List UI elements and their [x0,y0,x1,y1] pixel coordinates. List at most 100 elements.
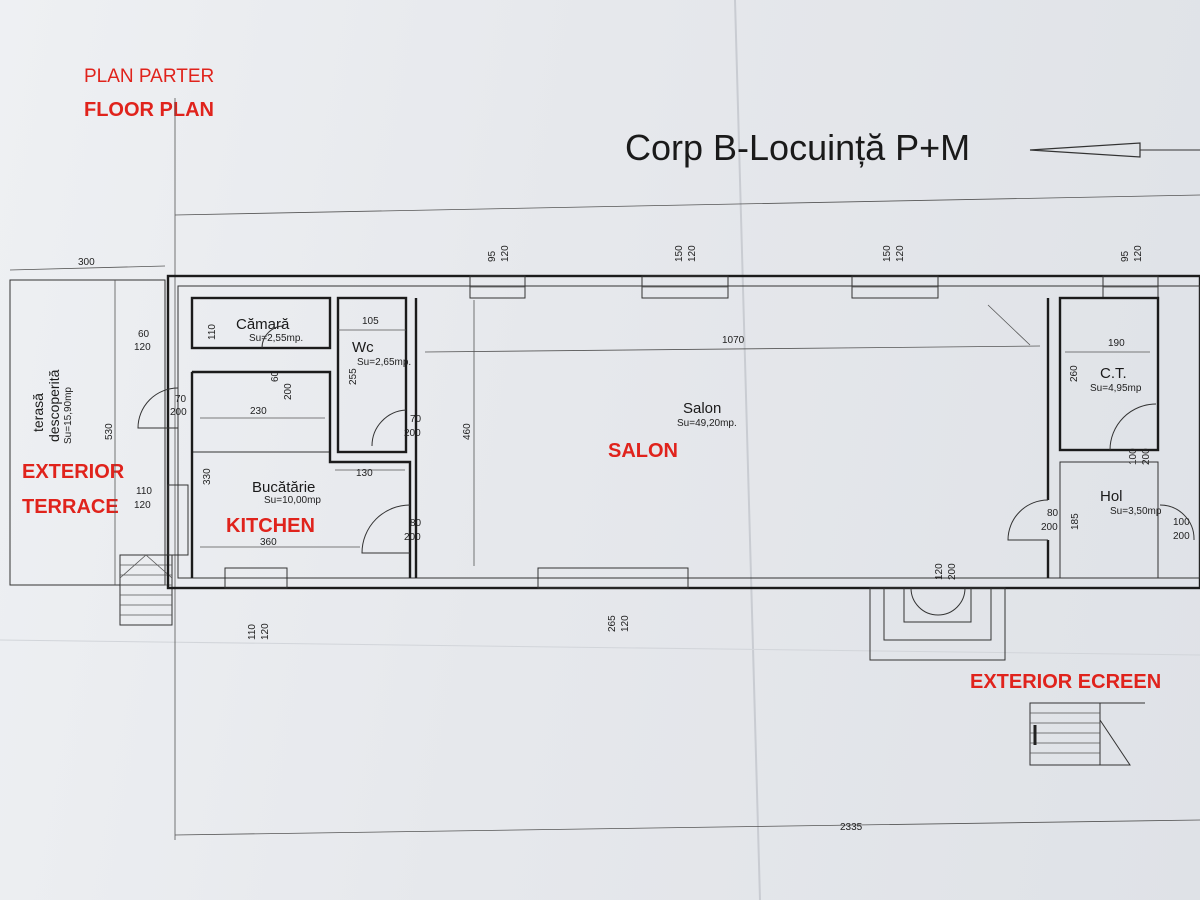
entrance-porch-outer [869,587,1006,661]
exterior-screen-label: EXTERIOR ECREEN [970,671,1161,693]
dim-100: 100 [1173,517,1190,528]
dim-460: 460 [462,423,473,440]
dim-200: 200 [170,407,187,418]
dim-200: 200 [283,383,294,400]
terrace-labels: terasă descoperită Su=15,90mp [30,369,74,444]
ct-door-swing [1109,403,1157,451]
dim-100: 100 [1128,448,1139,465]
wc-area: Su=2,65mp. [357,357,411,368]
dim-95: 95 [487,250,498,262]
dim-window-bottom-2: 265 120 [607,615,631,632]
dim-70: 70 [175,394,187,405]
dim-1070: 1070 [722,335,745,346]
camara-door-swing [261,325,285,349]
stair-box [1029,702,1101,766]
dim-camara-door: 60 200 [270,370,294,400]
salon-diagonal [987,304,1031,346]
entrance-double-door-swing [910,587,966,616]
dim-110: 110 [207,324,218,340]
wc-walls [336,296,408,454]
terrace-outline [9,279,166,586]
camara-walls [190,296,332,350]
dim-ct-door: 100 200 [1128,448,1152,465]
dim-255: 255 [348,368,359,385]
terrace-dim-line [9,265,166,271]
dim-105: 105 [362,316,379,327]
top-dimension-line [174,194,1200,216]
hol-area: Su=3,50mp [1110,506,1162,517]
ct-walls [1058,296,1160,452]
dim-total-length: 2335 [840,822,863,833]
title-arrow-icon [1029,142,1141,158]
bottom-dimension-line [174,819,1200,836]
terrace-door-swing [137,387,179,429]
salon-annotation: SALON [608,440,678,462]
dim-120: 120 [895,245,906,262]
hol-walls [1059,461,1159,579]
outer-wall-inner [177,285,1200,579]
hol-door-swing [1007,499,1049,541]
exterior-stair [1029,702,1145,766]
kitchen-walls [192,370,412,578]
plan-parter-label: PLAN PARTER [84,66,214,87]
dim-190: 190 [1108,338,1125,349]
dim-150: 150 [674,245,685,262]
dim-60: 60 [138,329,150,340]
terrace-label: TERRACE [22,496,119,518]
dim-terrace-height: 530 [104,423,115,440]
dim-130: 130 [356,468,373,479]
ct-area: Su=4,95mp [1090,383,1142,394]
paper-fold-line-horizontal [0,639,1200,656]
window-left [167,484,189,556]
stair-landing [1099,719,1131,766]
dim-120: 120 [134,500,151,511]
dim-265: 265 [607,615,618,632]
paper-fold-line [734,0,761,900]
dim-200: 200 [1173,531,1190,542]
dim-200: 200 [1141,448,1152,465]
hol-name: Hol [1100,488,1123,505]
kitchen-area: Su=10,00mp [264,495,321,506]
dim-window-bottom-1: 110 120 [247,623,271,640]
dim-120: 120 [620,615,631,632]
dim-360: 360 [260,537,277,548]
drawing-title: Corp B-Locuință P+M [625,127,970,168]
camara-area: Su=2,55mp. [249,333,303,344]
entrance-porch-mid [883,587,992,641]
dim-60: 60 [270,370,281,382]
outer-wall [166,274,1200,590]
dim-230: 230 [250,406,267,417]
wc-door-swing [371,409,407,447]
terrace-area: Su=15,90mp [63,387,74,444]
dim-window-1: 95 120 [487,245,511,262]
kitchen-door-swing [361,504,411,554]
salon-dim-line [424,345,1041,353]
floor-plan-label: FLOOR PLAN [84,99,214,121]
dim-entrance-door: 120 200 [934,563,958,580]
dim-120: 120 [134,342,151,353]
stair-arrow [119,554,173,579]
dim-200: 200 [404,428,421,439]
dim-110: 110 [247,624,258,640]
ct-name: C.T. [1100,365,1127,382]
dim-260: 260 [1069,365,1080,382]
dim-150: 150 [882,245,893,262]
dim-120: 120 [500,245,511,262]
dim-185: 185 [1070,513,1081,530]
dim-95: 95 [1120,250,1131,262]
dim-80: 80 [1047,508,1059,519]
dim-200: 200 [947,563,958,580]
dim-110: 110 [136,486,152,497]
dim-120: 120 [1133,245,1144,262]
window-bottom-1 [224,567,288,589]
dim-330: 330 [202,468,213,485]
dim-window-2: 150 120 [674,245,698,262]
dim-window-4: 95 120 [1120,245,1144,262]
kitchen-name: Bucătărie [252,479,315,496]
dim-window-3: 150 120 [882,245,906,262]
hol-exterior-door-swing [1159,504,1195,541]
kitchen-label: KITCHEN [226,515,315,537]
salon-name: Salon [683,400,721,417]
